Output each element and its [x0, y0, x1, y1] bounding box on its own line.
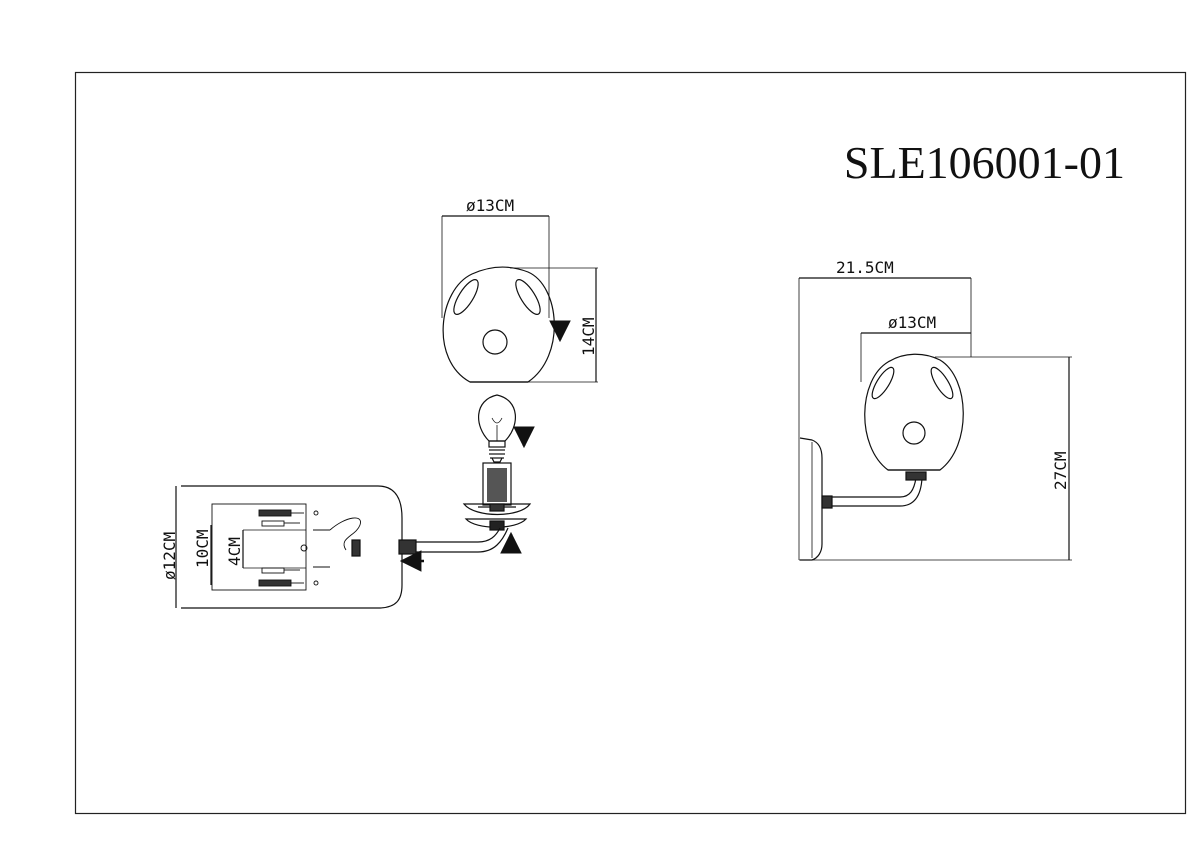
side-projection-label: 21.5CM [836, 258, 894, 277]
globe-shade-front [442, 266, 555, 383]
socket-assembly [462, 462, 532, 554]
side-height-label: 27CM [1051, 451, 1070, 490]
shade-height-label: 14CM [579, 317, 598, 356]
model-number: SLE106001-01 [844, 137, 1125, 188]
backplate-diameter-label: ø12CM [160, 532, 179, 580]
side-view [798, 277, 1072, 561]
drawing-border [74, 71, 1187, 815]
screw-spacing-label: 10CM [193, 529, 212, 568]
bulb-icon [477, 394, 535, 463]
shade-diameter-label: ø13CM [466, 196, 514, 215]
backplate-detail [175, 485, 509, 609]
shade-detail [441, 215, 598, 383]
side-shade-diameter-label: ø13CM [888, 313, 936, 332]
inner-spacing-label: 4CM [225, 537, 244, 566]
